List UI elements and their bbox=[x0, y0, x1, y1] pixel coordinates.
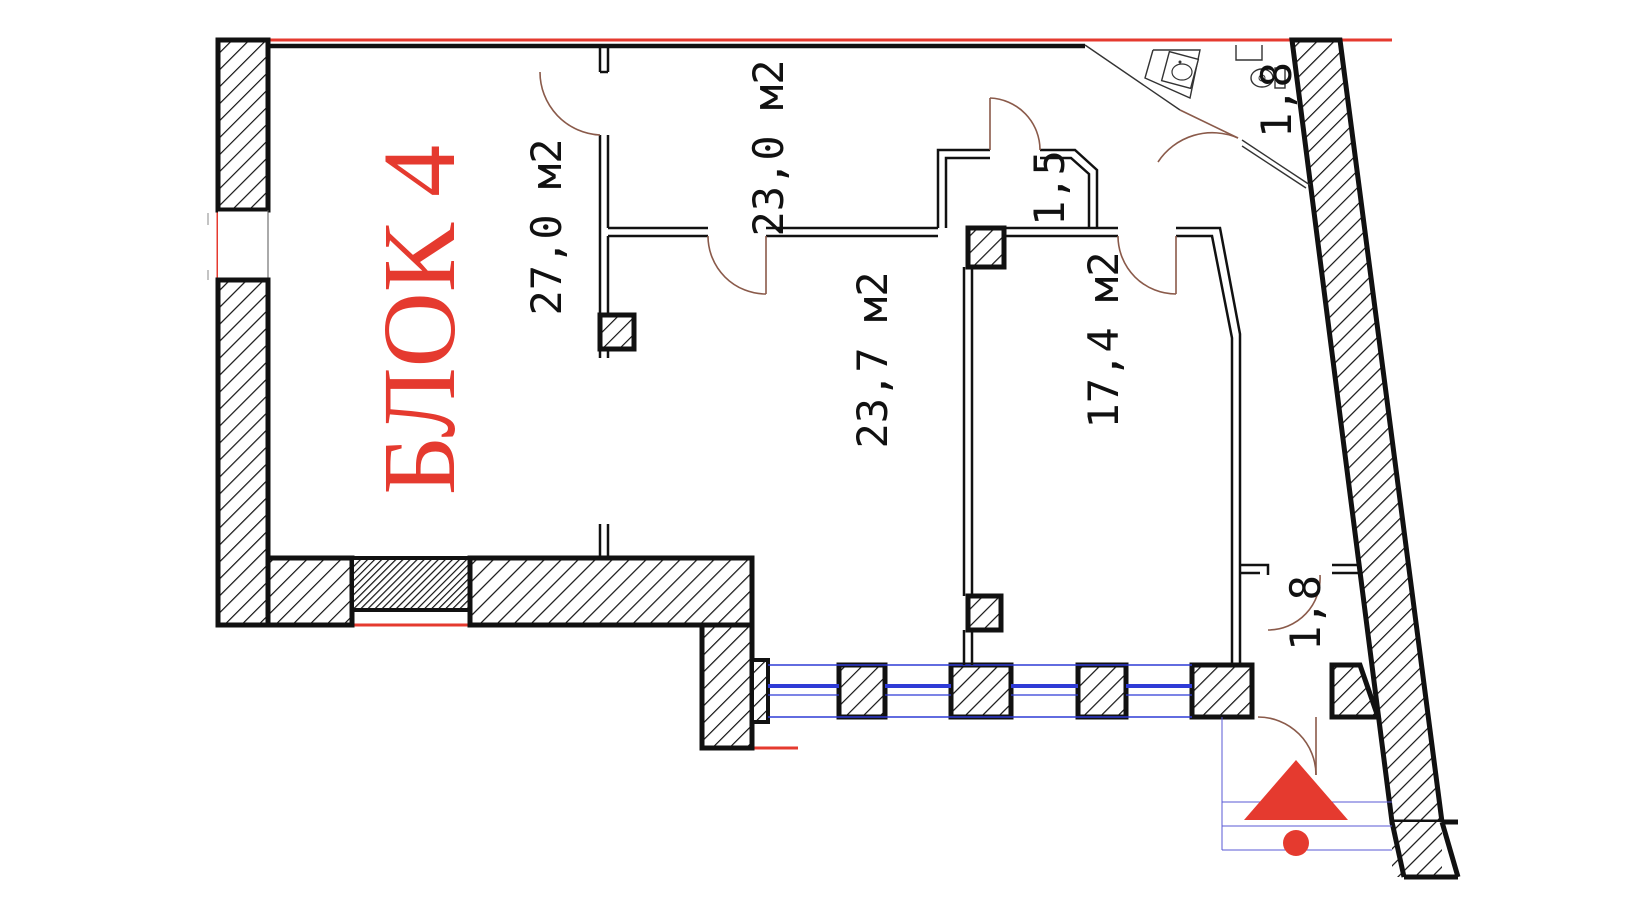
room-area-label: 1,5 bbox=[1025, 150, 1074, 226]
room-area-label: 23,0 м2 bbox=[744, 59, 793, 236]
room-area-label: 1,8 bbox=[1281, 575, 1330, 651]
interior-walls bbox=[268, 43, 1360, 665]
room-area-label: 17,4 м2 bbox=[1079, 251, 1128, 428]
sink-icon bbox=[1160, 50, 1200, 90]
room-area-label: 23,7 м2 bbox=[848, 271, 897, 448]
block-title: БЛОК 4 bbox=[362, 145, 477, 495]
bottom-wall bbox=[265, 555, 770, 751]
left-exterior-wall bbox=[215, 37, 271, 628]
room-area-label: 27,0 м2 bbox=[522, 138, 571, 315]
windows bbox=[768, 664, 1192, 718]
right-exterior-wall bbox=[1289, 37, 1461, 880]
doors bbox=[539, 71, 1321, 776]
toilet-icon bbox=[1250, 67, 1286, 89]
facade-piers bbox=[836, 662, 1255, 720]
room-area-label: 1,8 bbox=[1252, 62, 1301, 138]
columns bbox=[597, 225, 1007, 633]
entrance-triangle-icon bbox=[1244, 760, 1348, 856]
